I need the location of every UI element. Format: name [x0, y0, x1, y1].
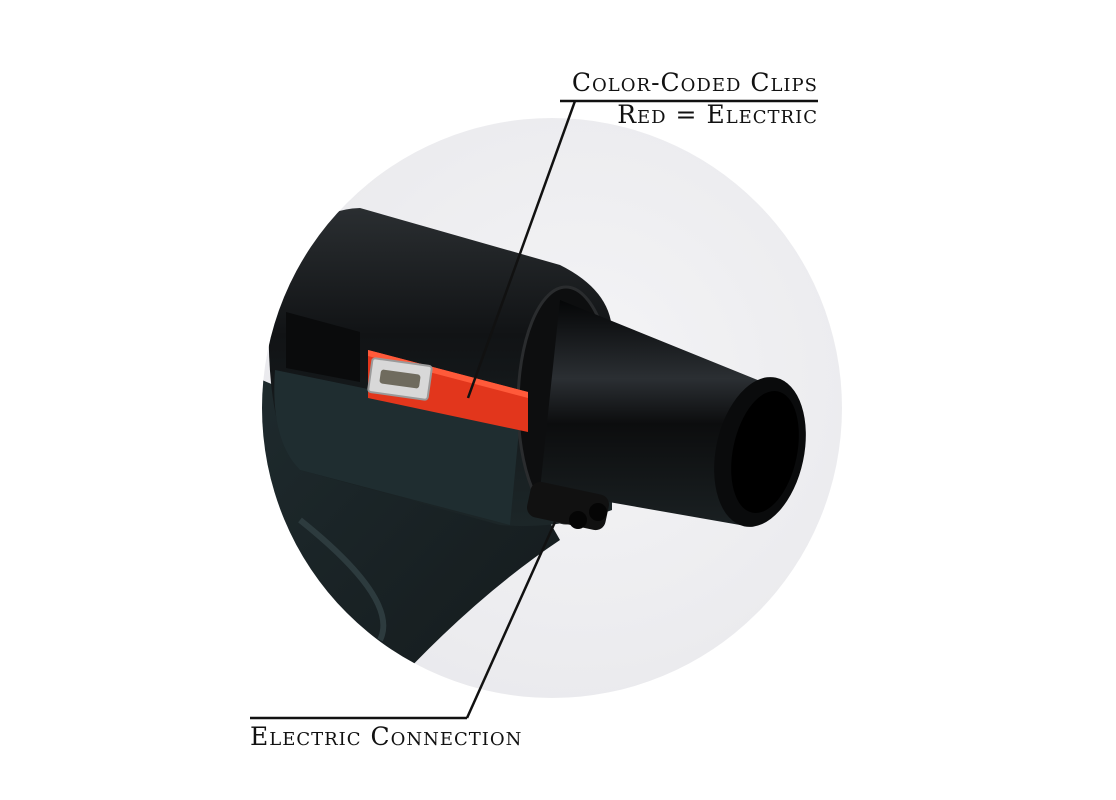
- callout-bottom-leader: [465, 521, 557, 719]
- callout-red-electric: Red = Electric: [617, 100, 818, 129]
- callout-electric-connection: Electric Connection: [250, 722, 523, 751]
- electric-connector: [526, 481, 610, 531]
- callout-color-coded-clips: Color-Coded Clips: [571, 68, 818, 97]
- hose-tube: [540, 300, 770, 525]
- callout-top-leader: [466, 100, 577, 399]
